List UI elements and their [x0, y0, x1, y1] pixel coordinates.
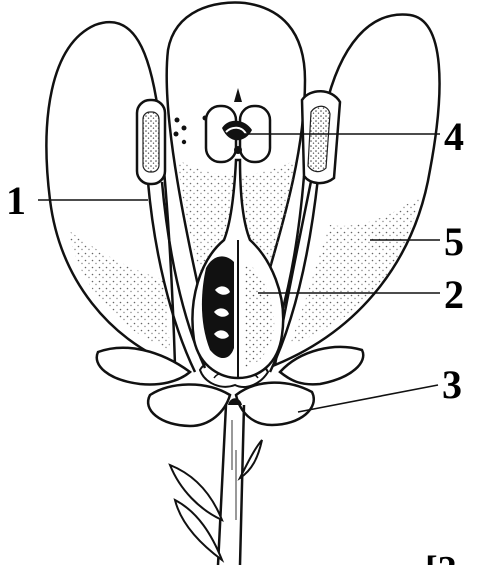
label-4: 4: [444, 114, 464, 159]
label-1: 1: [6, 178, 26, 223]
corner-mark: [2: [425, 549, 457, 565]
label-5: 5: [444, 219, 464, 264]
label-2: 2: [444, 272, 464, 317]
petal-left: [46, 22, 175, 365]
label-3: 3: [442, 362, 462, 407]
